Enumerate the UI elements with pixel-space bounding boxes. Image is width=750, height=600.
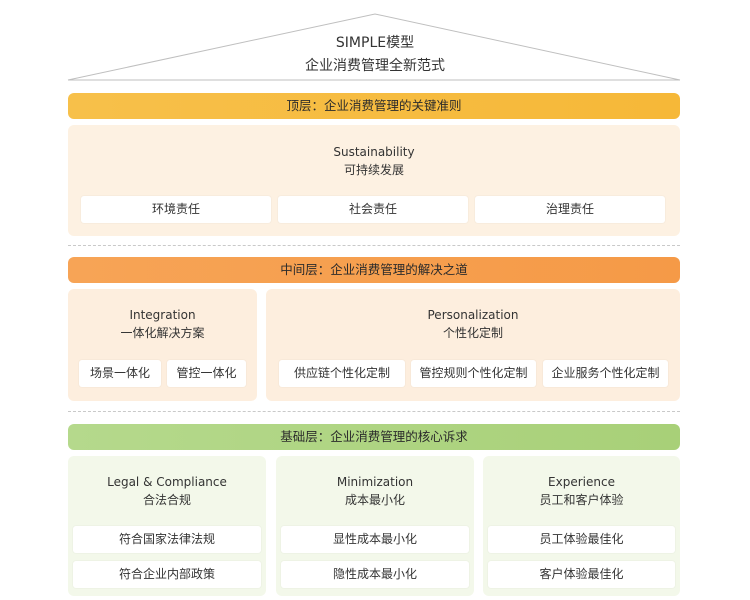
legal-compliance-title-zh: 合法合规 [142,493,191,507]
model-title: SIMPLE模型 [335,35,415,51]
internal-policy-compliance-chip: 符合企业内部政策 [73,561,261,588]
legal-compliance-panel: Legal & Compliance 合法合规 符合国家法律法规 符合企业内部政… [68,456,266,596]
minimization-title-en: Minimization [336,475,414,489]
environmental-responsibility-chip: 环境责任 [81,196,271,223]
customer-experience-chip: 客户体验最佳化 [488,561,675,588]
top-layer-band: 顶层：企业消费管理的关键准则 [68,93,680,119]
employee-experience-chip: 员工体验最佳化 [488,526,675,553]
enterprise-service-customization-chip: 企业服务个性化定制 [543,360,668,387]
sustainability-panel: Sustainability 可持续发展 环境责任 社会责任 治理责任 [68,125,680,236]
control-rules-customization-chip: 管控规则个性化定制 [411,360,536,387]
legal-compliance-title-en: Legal & Compliance [107,475,227,489]
integration-title-en: Integration [129,308,196,322]
scenario-integration-chip: 场景一体化 [79,360,161,387]
experience-panel: Experience 员工和客户体验 员工体验最佳化 客户体验最佳化 [483,456,680,596]
experience-title-en: Experience [548,475,615,489]
control-integration-chip: 管控一体化 [167,360,246,387]
middle-layer-band: 中间层：企业消费管理的解决之道 [68,257,680,283]
divider-middle [68,411,680,412]
personalization-panel: Personalization 个性化定制 供应链个性化定制 管控规则个性化定制… [266,289,680,401]
personalization-title-en: Personalization [427,308,519,322]
model-subtitle: 企业消费管理全新范式 [305,58,445,74]
explicit-cost-chip: 显性成本最小化 [281,526,469,553]
minimization-panel: Minimization 成本最小化 显性成本最小化 隐性成本最小化 [276,456,474,596]
integration-title-zh: 一体化解决方案 [120,326,205,340]
hidden-cost-chip: 隐性成本最小化 [281,561,469,588]
experience-title-zh: 员工和客户体验 [539,493,624,507]
sustainability-title-zh: 可持续发展 [343,163,404,177]
base-layer-band: 基础层：企业消费管理的核心诉求 [68,424,680,450]
national-law-compliance-chip: 符合国家法律法规 [73,526,261,553]
governance-responsibility-chip: 治理责任 [475,196,665,223]
roof-outline [67,13,681,81]
sustainability-title-en: Sustainability [333,145,415,159]
minimization-title-zh: 成本最小化 [344,493,405,507]
supply-chain-customization-chip: 供应链个性化定制 [279,360,405,387]
personalization-title-zh: 个性化定制 [442,326,503,340]
social-responsibility-chip: 社会责任 [278,196,468,223]
integration-panel: Integration 一体化解决方案 场景一体化 管控一体化 [68,289,257,401]
divider-top [68,245,680,246]
